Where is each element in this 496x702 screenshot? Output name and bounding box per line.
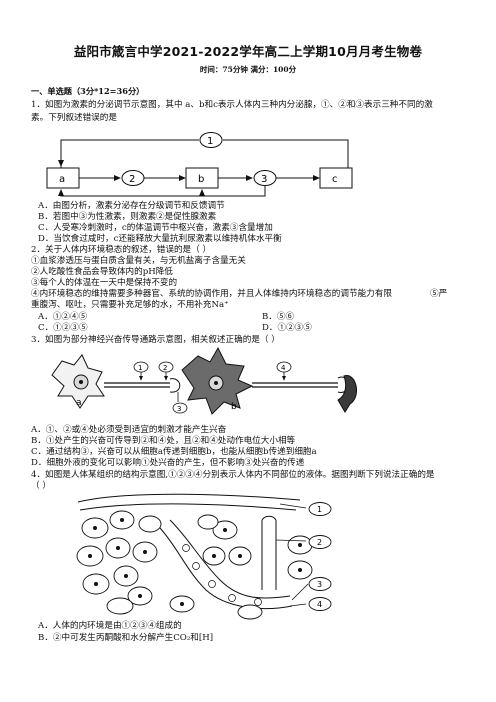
q3-neuron-b: [181, 346, 254, 415]
q4-option-b[interactable]: B．②中可发生丙酮酸和水分解产生CO₂和[H]: [38, 633, 214, 643]
q2-option-d[interactable]: D．①②③⑤: [262, 323, 312, 333]
q2-item-2: ②人吃酸性食品会导致体内的pH降低: [31, 267, 173, 277]
q4-label-4: 4: [317, 600, 322, 609]
q3-option-a[interactable]: A．①、②或④处必须受到适宜的刺激才能产生兴奋: [31, 425, 227, 435]
q1-label-3: 3: [261, 174, 267, 185]
q2-item-3: ③每个人的体温在一天中是保持不变的: [31, 278, 178, 288]
q1-option-d[interactable]: D．当饮食过咸时，c还能释放大量抗利尿激素以维持机体水平衡: [38, 234, 282, 244]
q3-neuron-a: [51, 354, 105, 409]
q2-option-c[interactable]: C．①②③⑤: [38, 323, 88, 333]
q3-stem: 3．如图为部分神经兴奋传导通路示意图，相关叙述正确的是（ ）: [31, 335, 280, 345]
q3-option-b[interactable]: B．①处产生的兴奋可传导到②和④处，且②和④处动作电位大小相等: [31, 436, 296, 446]
section-heading: 一、单选题（3分*12=36分）: [31, 86, 145, 96]
q3-label-3: 3: [177, 405, 181, 413]
q2-item-4: ④内环境稳态的维持需要多种器官、系统的协调作用，并且人体维持内环境稳态的调节能力…: [31, 289, 392, 299]
q1-option-b[interactable]: B．若图中③为性激素，则激素②是促性腺激素: [38, 212, 217, 222]
q1-circle-3: [253, 170, 277, 186]
q1-label-1: 1: [207, 136, 213, 147]
q1-box-a-label: a: [59, 174, 65, 185]
q1-stem-line1: 1．如图为激素的分泌调节示意图，其中 a、b和c表示人体内三种内分泌腺，①、②和…: [31, 100, 433, 110]
q1-box-c: [319, 167, 353, 189]
q2-item-5: 重腹泻、呕吐，只需要补充足够的水，不用补充Na⁺: [31, 300, 229, 310]
q4-label-3: 3: [317, 580, 322, 589]
q2-item-1: ①血浆渗透压与蛋白质含量有关，与无机盐离子含量无关: [31, 256, 246, 266]
q4-option-a[interactable]: A．人体的内环境是由①②③④组成的: [38, 621, 182, 631]
q3-option-c[interactable]: C．通过结构③，兴奋可以从细胞a传递到细胞b，也能从细胞b传递到细胞a: [31, 447, 317, 457]
page-subtitle: 时间：75分钟 满分：100分: [199, 65, 297, 74]
q4-label-1: 1: [317, 505, 322, 514]
q1-box-b-label: b: [198, 174, 204, 185]
q1-box-a: [46, 167, 80, 189]
q3-label-4: 4: [281, 364, 286, 372]
q1-stem-line2: 素。下列叙述错误的是: [31, 113, 117, 123]
q3-label-b: b: [231, 402, 237, 412]
q1-option-a[interactable]: A．由图分析，激素分泌存在分级调节和反馈调节: [38, 201, 225, 211]
q2-option-b[interactable]: B．⑤⑥: [262, 312, 295, 322]
q2-item-4-tail: ⑤严: [430, 289, 448, 299]
q2-option-a[interactable]: A．①②④⑤: [38, 312, 88, 322]
q4-stem-line1: 4．如图是人体某组织的结构示意图,①②③④分别表示人体内不同部位的液体。据图判断…: [31, 470, 435, 480]
q1-circle-1: [199, 132, 223, 148]
q1-circle-2: [121, 170, 145, 186]
q3-option-d[interactable]: D．细胞外液的变化可以影响①处兴奋的产生，但不影响③处兴奋的传递: [31, 458, 305, 468]
q1-option-c[interactable]: C．人受寒冷刺激时，c的体温调节中枢兴奋，激素③含量增加: [38, 223, 273, 233]
q4-stem-line2: （ ）: [31, 481, 51, 491]
q3-label-a: a: [76, 398, 82, 408]
page-title: 益阳市箴言中学2021-2022学年高二上学期10月月考生物卷: [73, 44, 423, 59]
q1-box-b: [185, 167, 219, 189]
q4-label-2: 2: [317, 538, 322, 547]
q1-label-2: 2: [129, 174, 135, 185]
q2-stem: 2．关于人体内环境稳态的叙述，错误的是（ ）: [31, 245, 212, 255]
q1-box-c-label: c: [332, 174, 338, 185]
q3-label-1: 1: [138, 364, 142, 372]
q3-label-2: 2: [163, 364, 167, 372]
